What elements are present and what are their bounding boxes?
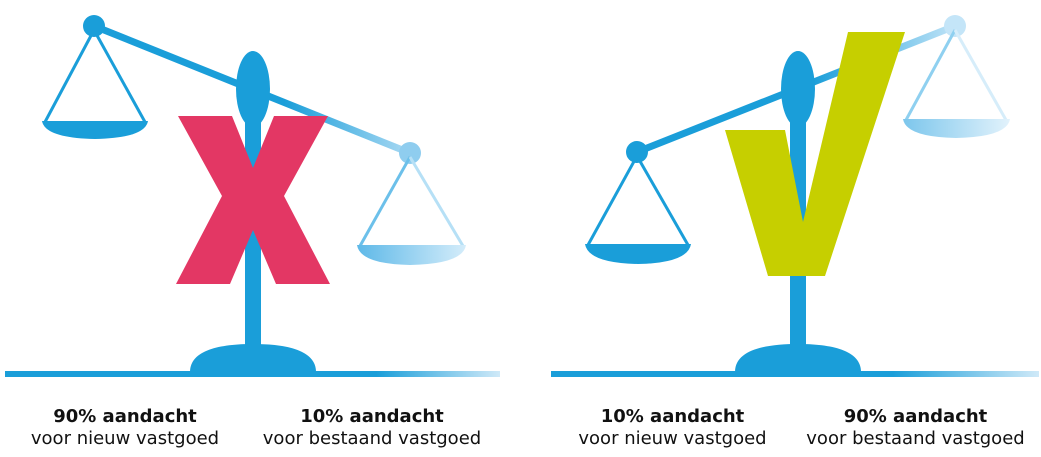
label-left-scale-existing: 10% aandacht voor bestaand vastgoed	[252, 406, 492, 450]
label-description: voor bestaand vastgoed	[262, 428, 482, 449]
label-left-scale-new: 90% aandacht voor nieuw vastgoed	[20, 406, 230, 450]
right-knob-left	[626, 141, 648, 163]
right-knob-right	[944, 15, 966, 37]
left-knob-left	[83, 15, 105, 37]
cross-mark	[176, 116, 330, 284]
left-ground-line	[5, 371, 500, 377]
right-scale-pan-left	[585, 155, 691, 264]
left-pivot	[236, 51, 270, 127]
right-scale-pan-right	[903, 29, 1010, 138]
label-percentage: 10% aandacht	[600, 406, 745, 427]
left-scale-pan-right	[357, 156, 466, 265]
right-ground-line	[551, 371, 1039, 377]
label-right-scale-existing: 90% aandacht voor bestaand vastgoed	[793, 406, 1038, 450]
label-percentage: 10% aandacht	[300, 406, 444, 427]
left-scale-pan-left	[42, 29, 148, 139]
label-right-scale-new: 10% aandacht voor nieuw vastgoed	[560, 406, 785, 450]
right-pivot	[781, 51, 815, 127]
label-description: voor nieuw vastgoed	[578, 428, 767, 449]
right-base	[735, 344, 861, 372]
left-knob-right	[399, 142, 421, 164]
label-percentage: 90% aandacht	[53, 406, 197, 427]
right-scale	[551, 15, 1039, 377]
left-base	[190, 344, 316, 372]
left-scale	[5, 15, 500, 377]
label-description: voor nieuw vastgoed	[30, 428, 220, 449]
label-percentage: 90% aandacht	[843, 406, 988, 427]
check-mark	[725, 32, 905, 276]
label-description: voor bestaand vastgoed	[806, 428, 1025, 449]
